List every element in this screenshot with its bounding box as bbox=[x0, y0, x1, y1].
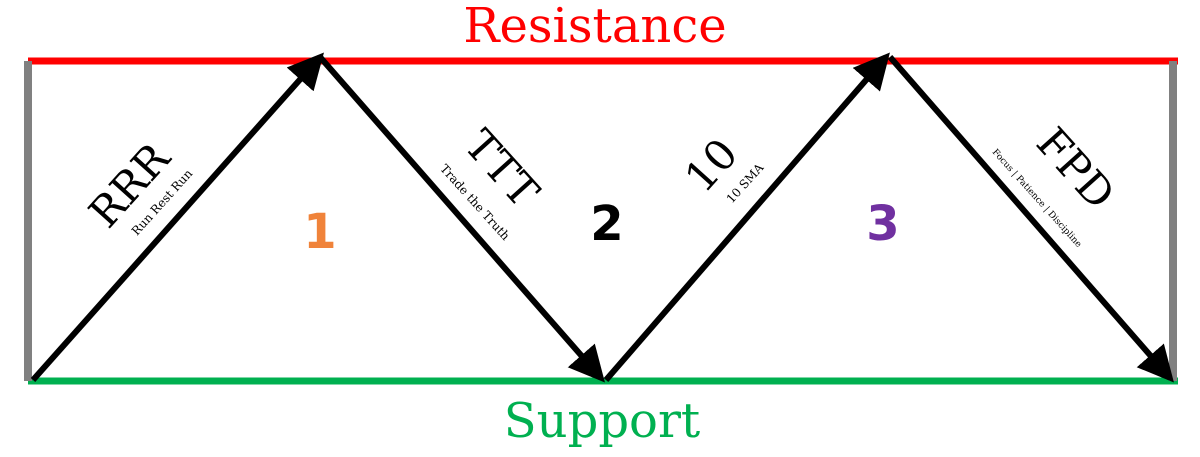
zone-2-number: 2 bbox=[590, 196, 623, 252]
zone-3-number: 3 bbox=[866, 196, 899, 252]
arrow-leg-2 bbox=[317, 55, 605, 383]
zone-1-number: 1 bbox=[303, 204, 336, 260]
arrow-leg-1 bbox=[30, 52, 324, 382]
leg-1-label: RRR bbox=[79, 133, 180, 237]
arrow-leg-4 bbox=[887, 55, 1174, 383]
arrow-leg-3 bbox=[603, 52, 890, 382]
resistance-label: Resistance bbox=[463, 0, 726, 54]
support-label: Support bbox=[504, 393, 700, 449]
